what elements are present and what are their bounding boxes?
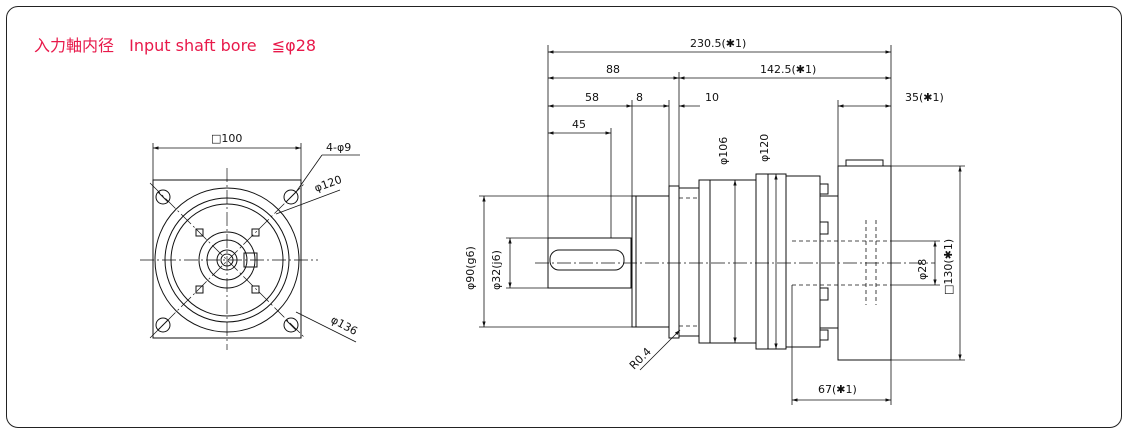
dim-28: φ28	[916, 259, 929, 280]
corner-hole-tl	[155, 189, 171, 205]
adapter-plate	[668, 185, 680, 339]
dim-pcd-120: φ120	[313, 173, 344, 195]
spigot	[678, 187, 700, 337]
dim-square-100: □100	[211, 132, 242, 145]
dim-10: 10	[705, 91, 719, 104]
input-shaft-bore-title: 入力軸内径 Input shaft bore ≦φ28	[34, 32, 326, 56]
dim-r0-4: R0.4	[627, 345, 654, 372]
dim-32-j6: φ32(j6)	[490, 250, 503, 290]
dim-67: 67(✱1)	[818, 383, 857, 396]
housing-ring	[755, 173, 787, 350]
dim-35: 35(✱1)	[905, 91, 944, 104]
dim-106: φ106	[717, 137, 730, 165]
gear-housing	[698, 179, 757, 344]
corner-hole-br	[283, 317, 299, 333]
side-view: 230.5(✱1) 88 142.5(✱1) 58 8 10 35(✱1) 45…	[464, 37, 965, 405]
dim-square-130: □130(✱1)	[942, 239, 955, 295]
front-view: □100 4-φ9 φ120 φ136	[140, 132, 360, 350]
corner-hole-bl	[155, 317, 171, 333]
title-en: Input shaft bore	[129, 36, 257, 55]
shaft-key	[549, 249, 625, 271]
dim-8: 8	[636, 91, 643, 104]
dim-120: φ120	[758, 134, 771, 162]
drawing-frame	[6, 6, 1122, 428]
dim-outer-136: φ136	[329, 313, 360, 338]
output-flange	[785, 175, 821, 348]
dim-88: 88	[606, 63, 620, 76]
dim-holes-4-9: 4-φ9	[326, 141, 351, 154]
dim-58: 58	[585, 91, 599, 104]
corner-hole-tr	[283, 189, 299, 205]
input-shaft	[547, 237, 632, 289]
dim-90-g6: φ90(g6)	[464, 246, 477, 290]
title-jp: 入力軸内径	[34, 36, 115, 55]
title-value: ≦φ28	[271, 36, 317, 55]
dim-overall-230-5: 230.5(✱1)	[690, 37, 746, 50]
input-flange	[631, 195, 670, 328]
dim-45: 45	[572, 118, 586, 131]
dim-142-5: 142.5(✱1)	[760, 63, 816, 76]
